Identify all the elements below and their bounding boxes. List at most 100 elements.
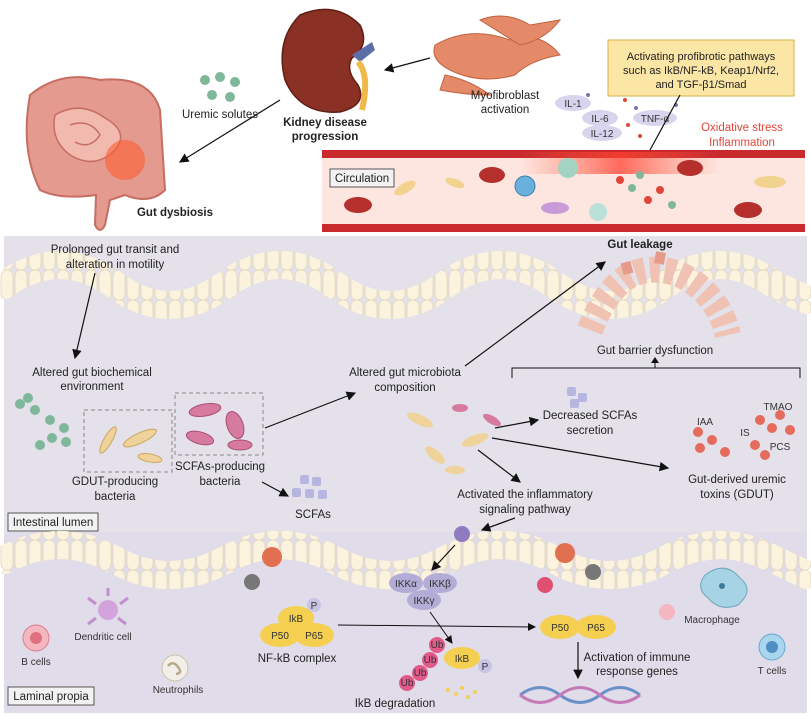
pathway-line-3: and TGF-β1/Smad <box>655 79 746 91</box>
kidney-icon <box>281 8 375 113</box>
p50-p65-dimer-icon <box>540 615 616 639</box>
scfa-bacteria-label-2: bacteria <box>200 476 242 488</box>
laminal-propia-tag <box>7 686 95 706</box>
cytokine-il12: IL-12 <box>591 129 614 140</box>
toxin-is: IS <box>740 428 750 439</box>
neutrophils-label: Neutrophils <box>153 685 204 696</box>
ub-label-4: Ub <box>401 678 414 689</box>
toxin-tmao: TMAO <box>764 402 793 413</box>
gdut-bacteria-label-1: GDUT-producing <box>72 476 158 488</box>
ub-label-1: Ub <box>431 640 444 651</box>
upper-epithelium <box>0 251 811 319</box>
ikk-gamma: IKKγ <box>413 596 434 607</box>
prolonged-label-1: Prolonged gut transit and <box>51 244 180 256</box>
cytokine-il1: IL-1 <box>564 99 582 110</box>
activation-label-2: response genes <box>596 666 678 678</box>
altered-env-label-2: environment <box>60 381 124 393</box>
altered-microbiota-icon <box>407 404 501 474</box>
altered-micro-label-2: composition <box>374 382 435 394</box>
arrow-micro-to-toxins <box>491 437 670 472</box>
altered-env-label-1: Altered gut biochemical <box>32 367 152 379</box>
nfkb-complex-label: NF-kB complex <box>258 653 337 665</box>
oxidative-stress-label: Oxidative stress <box>701 122 783 134</box>
activation-label-1: Activation of immune <box>584 652 691 664</box>
arrow-micro-to-inflam <box>477 449 521 483</box>
dendritic-cell-icon <box>87 588 129 626</box>
dimer-p65-label: P65 <box>587 623 605 634</box>
inflammation-label: Inflammation <box>709 137 775 149</box>
ikk-complex-icon <box>389 573 457 610</box>
arrow-bacteria-to-micro <box>264 391 357 429</box>
arrow-inflam-to-cell <box>480 517 516 532</box>
myofibroblast-label-2: activation <box>481 104 530 116</box>
toxin-iaa: IAA <box>697 417 713 428</box>
gdut-bacteria-icon <box>99 426 163 463</box>
ikk-beta: IKKβ <box>429 579 451 590</box>
arrow-nfkb-to-dimer <box>337 622 536 631</box>
circulation-tag <box>329 168 395 188</box>
gdut-label-2: toxins (GDUT) <box>700 489 774 501</box>
arrow-vessel-to-cytokines <box>649 94 681 151</box>
prolonged-label-2: alteration in motility <box>66 259 165 271</box>
arrow-prolonged-to-env <box>72 272 96 360</box>
b-cells-label: B cells <box>21 657 50 668</box>
dendritic-cell-label: Dendritic cell <box>74 632 131 643</box>
decreased-scfas-icon <box>567 387 587 408</box>
scfas-icon <box>292 475 327 499</box>
arrow-kidney-to-gut <box>178 99 281 163</box>
pathway-box <box>607 39 795 97</box>
kidney-label-1: Kidney disease <box>283 117 367 129</box>
lower-epithelium <box>0 531 811 589</box>
damaged-barrier-icon <box>577 251 741 339</box>
uremic-solute-dots <box>200 72 240 102</box>
uremic-toxins-icon <box>693 410 795 460</box>
macrophage-label: Macrophage <box>684 615 740 626</box>
gdut-bacteria-box <box>83 409 173 473</box>
ikb-degradation-label: IkB degradation <box>355 698 436 710</box>
nfkb-complex-icon <box>260 598 334 647</box>
intestine-icon <box>25 76 167 231</box>
dimer-p50-label: P50 <box>551 623 569 634</box>
ub-label-2: Ub <box>424 655 437 666</box>
t-cells-label: T cells <box>758 666 787 677</box>
t-cell-icon <box>758 633 786 661</box>
nfkb-p-label: P <box>311 601 318 612</box>
intestinal-lumen-tag <box>7 512 99 532</box>
nfkb-ikb-label: IkB <box>289 614 304 625</box>
arrow-scfa-bact-to-scfas <box>261 481 290 497</box>
cytokine-il6: IL-6 <box>591 114 609 125</box>
nfkb-p50-label: P50 <box>271 631 289 642</box>
circulation-label: Circulation <box>335 173 389 185</box>
ikb-p-label: P <box>482 662 489 673</box>
laminal-propia-label: Laminal propia <box>13 691 89 703</box>
bracket-arrowhead <box>651 357 659 363</box>
gut-dysbiosis-label: Gut dysbiosis <box>137 207 213 219</box>
gdut-dots <box>15 393 71 450</box>
scfa-bacteria-label-1: SCFAs-producing <box>175 461 265 473</box>
arrow-micro-to-leakage <box>464 261 606 367</box>
gdut-label-1: Gut-derived uremic <box>688 474 786 486</box>
inflam-label-2: signaling pathway <box>479 504 571 516</box>
arrow-myofibroblast-to-kidney <box>383 57 431 73</box>
misc-cells <box>244 526 675 620</box>
ikb-ubiquitin-icon <box>399 637 492 699</box>
kidney-label-2: progression <box>292 131 358 143</box>
cytokine-tnf: TNF-α <box>641 114 670 125</box>
arrow-micro-to-decreased <box>494 416 540 429</box>
arrow-cell-to-ikk <box>431 544 456 571</box>
ub-label-3: Ub <box>414 668 427 679</box>
ikk-alpha: IKKα <box>395 579 417 590</box>
scfa-bacteria-box <box>174 392 264 456</box>
inflam-label-1: Activated the inflammatory <box>457 489 593 501</box>
toxin-pcs: PCS <box>770 442 791 453</box>
arrow-ikk-to-degradation <box>429 611 453 644</box>
gut-leakage-label: Gut leakage <box>607 239 672 251</box>
pathway-line-1: Activating profibrotic pathways <box>627 51 776 63</box>
decreased-label-1: Decreased SCFAs <box>543 410 638 422</box>
barrier-dysfunction-label: Gut barrier dysfunction <box>597 345 713 357</box>
intestinal-lumen-label: Intestinal lumen <box>13 517 94 529</box>
myofibroblast-icon <box>433 15 562 96</box>
b-cell-icon <box>22 624 50 652</box>
